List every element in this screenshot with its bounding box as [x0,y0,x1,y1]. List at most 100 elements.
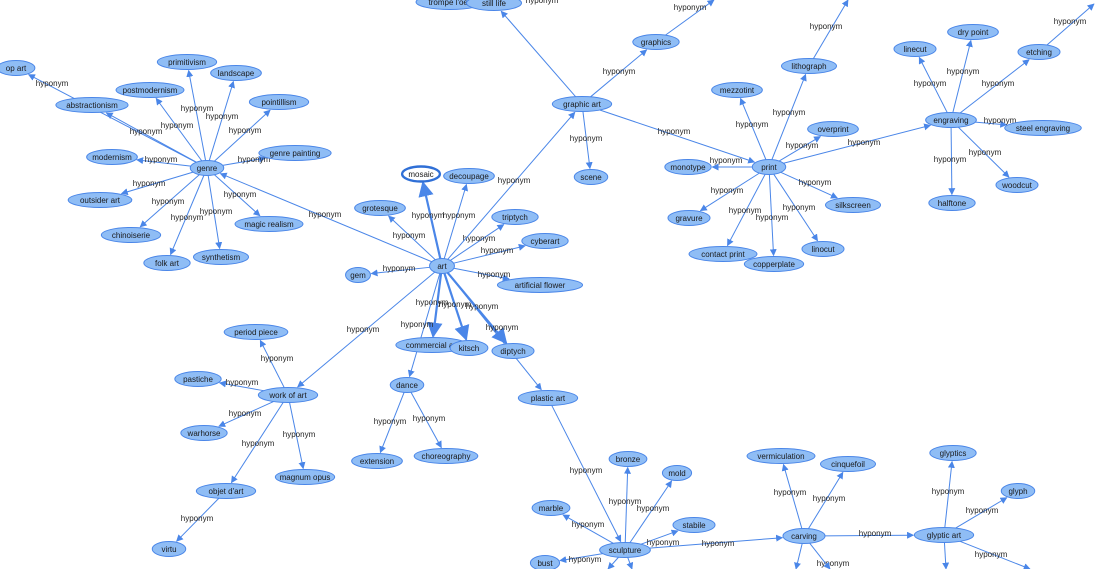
node-grotesque[interactable]: grotesque [354,200,406,216]
node-shape[interactable] [1004,120,1082,136]
node-shape[interactable] [573,169,609,185]
node-shape[interactable] [223,324,289,340]
node-glypticart[interactable]: glyptic art [913,527,975,543]
node-shape[interactable] [517,390,579,406]
node-shape[interactable] [711,82,763,98]
node-copperplate[interactable]: copperplate [743,256,805,272]
node-landscape[interactable]: landscape [210,65,262,81]
node-bust[interactable]: bust [529,555,561,569]
node-silkscreen[interactable]: silkscreen [825,197,881,213]
node-lithograph[interactable]: lithograph [781,58,837,74]
node-glyptics[interactable]: glyptics [929,445,977,461]
node-decoupage[interactable]: decoupage [443,168,495,184]
node-artificialflower[interactable]: artificial flower [496,277,584,293]
node-linocut[interactable]: linocut [801,241,845,257]
node-shape[interactable] [632,34,680,50]
node-sculpture[interactable]: sculpture [599,542,651,558]
node-shape[interactable] [664,159,712,175]
node-abstractionism[interactable]: abstractionism [55,97,129,113]
node-vermiculation[interactable]: vermiculation [746,448,816,464]
node-shape[interactable] [210,65,262,81]
node-synthetism[interactable]: synthetism [193,249,249,265]
node-shape[interactable] [400,165,442,183]
node-shape[interactable] [258,145,332,161]
node-genrepainting[interactable]: genre painting [258,145,332,161]
node-shape[interactable] [551,96,613,112]
node-shape[interactable] [599,542,651,558]
node-shape[interactable] [193,249,249,265]
node-shape[interactable] [925,112,977,128]
node-shape[interactable] [67,192,133,208]
node-shape[interactable] [389,377,425,393]
node-primitivism[interactable]: primitivism [156,54,218,70]
node-stilllife[interactable]: still life [466,0,522,11]
node-steelengraving[interactable]: steel engraving [1004,120,1082,136]
node-kitsch[interactable]: kitsch [449,340,489,356]
node-extension[interactable]: extension [351,453,403,469]
node-shape[interactable] [345,267,371,283]
node-shape[interactable] [801,241,845,257]
node-monotype[interactable]: monotype [664,159,712,175]
node-shape[interactable] [672,517,716,533]
node-magicrealism[interactable]: magic realism [234,216,304,232]
node-shape[interactable] [234,216,304,232]
node-choreography[interactable]: choreography [413,448,479,464]
node-shape[interactable] [143,255,191,271]
node-shape[interactable] [466,0,522,11]
node-plasticart[interactable]: plastic art [517,390,579,406]
node-shape[interactable] [449,340,489,356]
node-genre[interactable]: genre [189,160,225,176]
node-marble[interactable]: marble [531,500,571,516]
node-diptych[interactable]: diptych [491,343,535,359]
node-shape[interactable] [354,200,406,216]
node-cinquefoil[interactable]: cinquefoil [820,456,876,472]
node-warhorse[interactable]: warhorse [180,425,228,441]
node-opart[interactable]: op art [0,60,36,76]
node-gem[interactable]: gem [345,267,371,283]
node-virtu[interactable]: virtu [151,541,187,557]
node-shape[interactable] [257,387,319,403]
node-shape[interactable] [743,256,805,272]
node-folkart[interactable]: folk art [143,255,191,271]
node-periodpiece[interactable]: period piece [223,324,289,340]
node-graphics[interactable]: graphics [632,34,680,50]
node-shape[interactable] [820,456,876,472]
node-postmodernism[interactable]: postmodernism [115,82,185,98]
node-shape[interactable] [746,448,816,464]
node-shape[interactable] [100,227,162,243]
node-gravure[interactable]: gravure [667,210,711,226]
node-shape[interactable] [751,159,787,175]
node-shape[interactable] [1017,44,1061,60]
node-shape[interactable] [0,60,36,76]
node-shape[interactable] [928,195,976,211]
node-print[interactable]: print [751,159,787,175]
node-shape[interactable] [156,54,218,70]
node-shape[interactable] [529,555,561,569]
node-triptych[interactable]: triptych [491,209,539,225]
node-shape[interactable] [443,168,495,184]
node-scene[interactable]: scene [573,169,609,185]
node-shape[interactable] [496,277,584,293]
node-shape[interactable] [55,97,129,113]
node-shape[interactable] [781,58,837,74]
node-shape[interactable] [351,453,403,469]
node-shape[interactable] [151,541,187,557]
node-linecut[interactable]: linecut [893,41,937,57]
node-shape[interactable] [688,246,758,262]
node-shape[interactable] [429,258,455,274]
node-mold[interactable]: mold [661,465,693,481]
node-mosaic[interactable]: mosaic [400,165,442,183]
node-shape[interactable] [531,500,571,516]
node-shape[interactable] [913,527,975,543]
node-carving[interactable]: carving [782,528,826,544]
node-woodcut[interactable]: woodcut [995,177,1039,193]
node-objetdart[interactable]: objet d'art [195,483,257,499]
node-workofart[interactable]: work of art [257,387,319,403]
node-shape[interactable] [521,233,569,249]
node-shape[interactable] [825,197,881,213]
node-shape[interactable] [661,465,693,481]
node-contactprint[interactable]: contact print [688,246,758,262]
node-mezzotint[interactable]: mezzotint [711,82,763,98]
node-shape[interactable] [1000,483,1036,499]
